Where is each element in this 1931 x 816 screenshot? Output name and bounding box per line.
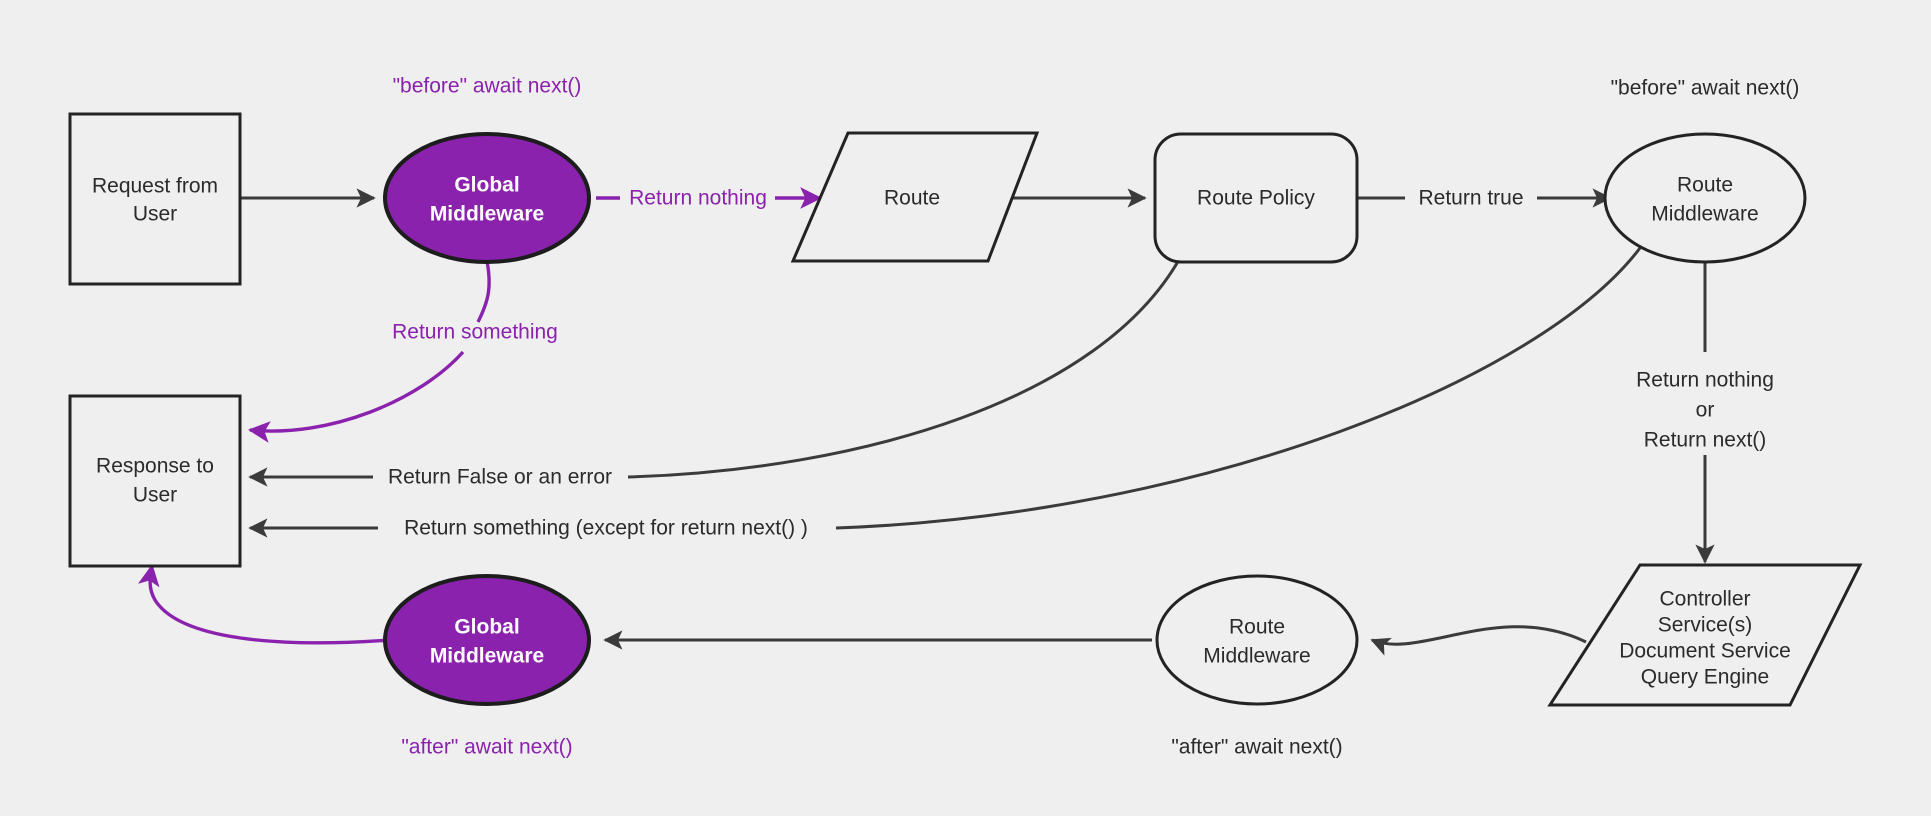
edge-controller-to-route-middleware-bottom: [1370, 625, 1587, 656]
node-route-policy[interactable]: Route Policy: [1153, 132, 1359, 264]
node-controller-services[interactable]: Controller Service(s) Document Service Q…: [1547, 563, 1863, 707]
edge-global-middleware-return-something-stub: [476, 260, 491, 323]
route-label: Route: [884, 187, 940, 210]
route-middleware-bottom-ellipse: [1155, 574, 1359, 706]
response-to-user-box: [68, 394, 242, 568]
route-middleware-bottom-label-line1: Route: [1229, 616, 1285, 639]
note-before-await-next-global: "before" await next(): [393, 75, 582, 98]
global-middleware-bottom-label-line2: Middleware: [430, 645, 544, 668]
controller-label-line2: Service(s): [1658, 614, 1753, 637]
controller-parallelogram: [1547, 563, 1863, 707]
global-middleware-top-label-line1: Global: [454, 174, 519, 197]
request-from-user-label-line1: Request from: [92, 175, 218, 198]
global-middleware-top-label-line2: Middleware: [430, 203, 544, 226]
note-after-await-next-route: "after" await next(): [1171, 736, 1342, 759]
route-policy-box: [1153, 132, 1359, 264]
response-to-user-label-line1: Response to: [96, 455, 214, 478]
request-from-user-box: [68, 112, 242, 286]
node-response-to-user[interactable]: Response to User: [68, 394, 242, 568]
edge-global-middleware-to-response: [248, 350, 465, 443]
global-middleware-bottom-label-line1: Global: [454, 616, 519, 639]
route-policy-label: Route Policy: [1197, 187, 1315, 210]
controller-label-line4: Query Engine: [1641, 666, 1769, 689]
node-route-middleware-bottom[interactable]: Route Middleware: [1155, 574, 1359, 706]
route-middleware-top-ellipse: [1603, 132, 1807, 264]
edge-label-return-something-except-next: Return something (except for return next…: [404, 517, 808, 540]
request-from-user-label-line2: User: [133, 203, 177, 226]
edge-route-middleware-to-response-curve: [835, 247, 1642, 530]
route-middleware-return-note-line3: Return next(): [1644, 429, 1767, 452]
global-middleware-top-ellipse: [383, 132, 591, 264]
node-global-middleware-top[interactable]: Global Middleware: [383, 132, 591, 264]
route-middleware-top-label-line1: Route: [1677, 174, 1733, 197]
global-middleware-bottom-ellipse: [383, 574, 591, 706]
edge-label-return-true: Return true: [1418, 187, 1523, 210]
controller-label-line1: Controller: [1659, 588, 1750, 611]
route-middleware-bottom-label-line2: Middleware: [1203, 645, 1310, 668]
route-middleware-return-note-line2: or: [1696, 399, 1715, 422]
edge-label-return-nothing: Return nothing: [629, 187, 767, 210]
route-parallelogram: [790, 131, 1040, 263]
node-global-middleware-bottom[interactable]: Global Middleware: [383, 574, 591, 706]
note-after-await-next-global: "after" await next(): [401, 736, 572, 759]
node-route[interactable]: Route: [790, 131, 1040, 263]
controller-label-line3: Document Service: [1619, 640, 1791, 663]
node-route-middleware-top[interactable]: Route Middleware: [1603, 132, 1807, 264]
edge-label-return-something: Return something: [392, 321, 558, 344]
node-request-from-user[interactable]: Request from User: [68, 112, 242, 286]
route-middleware-return-note-line1: Return nothing: [1636, 369, 1774, 392]
note-before-await-next-route: "before" await next(): [1611, 77, 1800, 100]
route-middleware-top-label-line2: Middleware: [1651, 203, 1758, 226]
response-to-user-label-line2: User: [133, 484, 177, 507]
edge-global-middleware-bottom-to-response: [137, 564, 391, 645]
edge-route-policy-to-response-curve: [627, 257, 1182, 479]
edge-label-return-false-or-error: Return False or an error: [388, 466, 612, 489]
